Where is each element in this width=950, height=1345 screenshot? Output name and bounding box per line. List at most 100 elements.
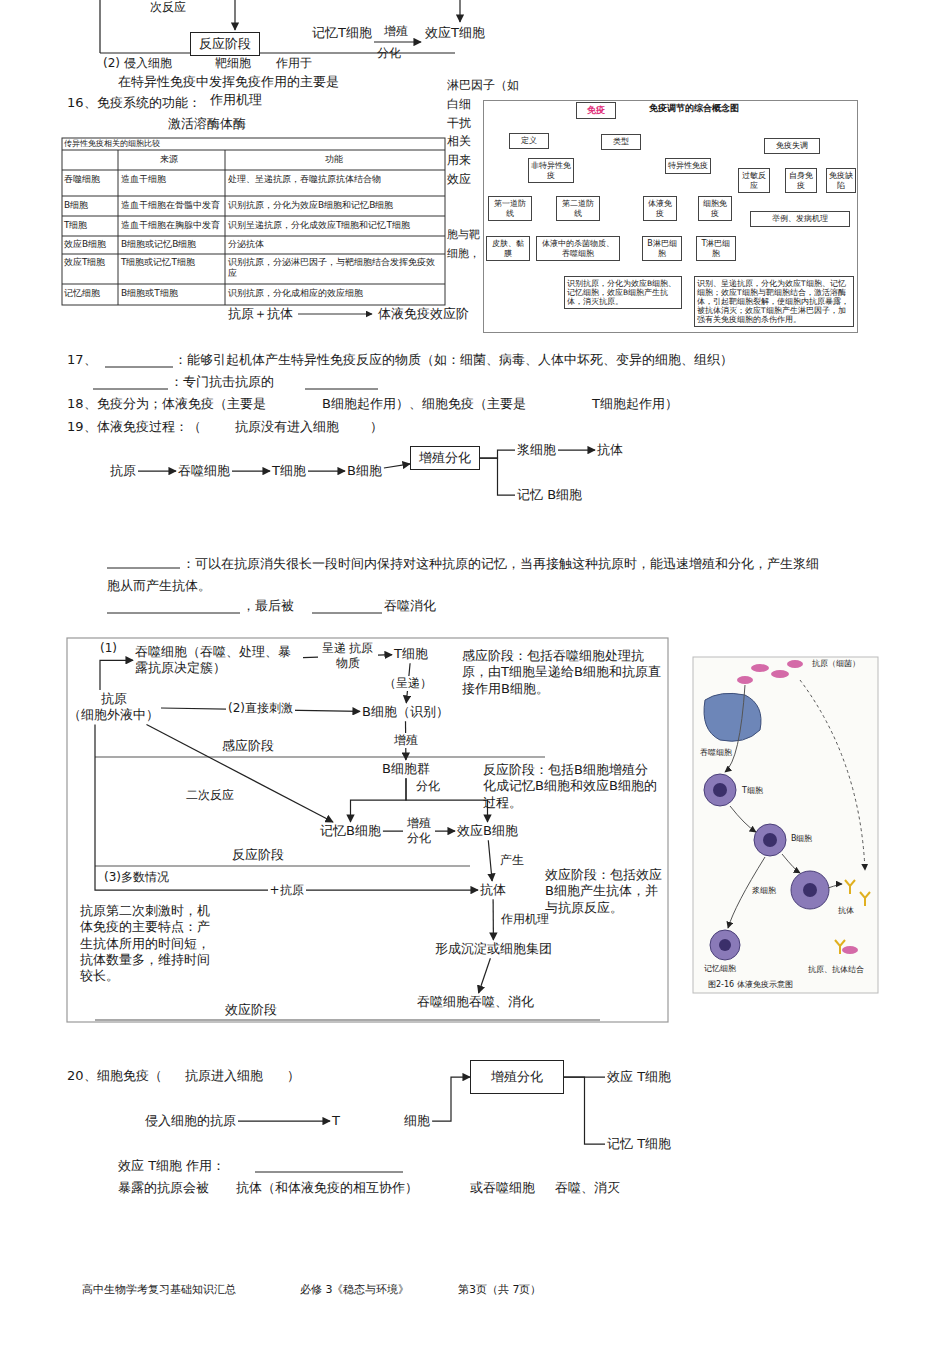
- node-text: 免疫: [579, 105, 613, 116]
- text-label: 次反应: [150, 0, 186, 15]
- node-text: T细胞: [272, 463, 306, 479]
- text-label: 反应阶段: [232, 847, 284, 863]
- text-label: 作用于: [276, 56, 312, 71]
- node-box: 体液免疫: [643, 196, 677, 221]
- text-label: 18、免疫分为；体液免疫（主要是: [67, 396, 266, 412]
- text-label: B细胞起作用）、细胞免疫（主要是: [322, 396, 526, 412]
- node-text: 免疫失调: [767, 141, 817, 151]
- edge-label: （呈递）: [382, 676, 434, 691]
- text-label: 反应阶段：包括B细胞增殖分化成记忆B细胞和效应B细胞的过程。: [483, 762, 658, 811]
- node-box: 皮肤、黏膜: [486, 236, 530, 261]
- text-label: 相关: [447, 134, 471, 149]
- text-label: 暴露的抗原会被: [118, 1180, 209, 1196]
- node-box: B淋巴细胞: [642, 236, 682, 261]
- text-label: 感应阶段：包括吞噬细胞处理抗原，由T细胞呈递给B细胞和抗原直接作用B细胞。: [462, 648, 662, 697]
- text-label: 抗原、抗体结合: [808, 965, 864, 975]
- node-text: 体液中的杀菌物质、吞噬细胞: [539, 239, 617, 258]
- node-text: 记忆 T细胞: [607, 1136, 671, 1152]
- node-text: 记忆B细胞: [320, 823, 381, 839]
- node-text: 抗原: [68, 691, 159, 707]
- connector: [384, 464, 410, 468]
- node-text: 吞噬细胞吞噬、消化: [417, 994, 534, 1010]
- connector: [351, 778, 407, 822]
- node-text: 定义: [512, 136, 546, 146]
- text-label: 作用机理: [210, 92, 262, 108]
- text-label: 造血干细胞: [121, 174, 223, 185]
- text-label: ）: [370, 419, 383, 435]
- text-label: 吞噬细胞: [64, 174, 116, 185]
- node-text: 细胞免疫: [701, 199, 729, 218]
- node-box: 形成沉淀或细胞集团: [433, 940, 554, 958]
- node-box: 类型: [601, 134, 641, 150]
- connector: [95, 725, 478, 891]
- text-label: 感应阶段: [222, 738, 274, 754]
- connector: [480, 458, 515, 495]
- node-text: 效应B细胞: [457, 823, 518, 839]
- node-text: 吞噬细胞: [178, 463, 230, 479]
- node-text: 吞噬细胞（吞噬、处理、暴露抗原决定簇）: [135, 644, 301, 677]
- text-label: 17、: [67, 352, 97, 368]
- node-text: 识别、呈递抗原，分化为效应T细胞、记忆细胞；效应T细胞与靶细胞结合，激活溶酶体，…: [697, 279, 851, 324]
- node-box: 第一道防线: [488, 196, 532, 221]
- text-label: 胞与靶: [447, 228, 480, 242]
- text-label: B细胞或记忆B细胞: [121, 239, 223, 250]
- node-box: 免疫失调: [764, 138, 820, 154]
- node-box: 记忆 B细胞: [515, 486, 584, 504]
- connector: [147, 725, 334, 823]
- node-box: 第二道防线: [556, 196, 600, 221]
- table-grid: [62, 138, 445, 314]
- text-label: 记忆细胞: [64, 288, 116, 299]
- node-box: 记忆B细胞: [318, 822, 383, 840]
- node-box: 抗原: [108, 462, 138, 480]
- text-label: 必修 3《稳态与环境》: [300, 1283, 410, 1297]
- text-label: 记忆细胞: [704, 964, 736, 974]
- text-label: 图2-16 体液免疫示意图: [708, 980, 793, 990]
- node-text: 抗体: [480, 882, 506, 898]
- text-label: 20、细胞免疫（: [67, 1068, 162, 1084]
- text-label: 靶细胞: [215, 56, 251, 71]
- text-label: 效应阶段：包括效应B细胞产生抗体，并与抗原反应。: [545, 867, 665, 916]
- connector: [479, 958, 491, 993]
- text-label: 处理、呈递抗原，吞噬抗原抗体结合物: [228, 174, 442, 185]
- edge-label: (2)直接刺激: [226, 701, 295, 716]
- edge-label: 呈递 抗原物质: [318, 641, 378, 671]
- connector: [138, 471, 176, 472]
- text-label: 激活溶酶体酶: [168, 116, 246, 132]
- connector: [432, 1077, 470, 1121]
- text-label: 来源: [160, 154, 178, 165]
- node-text: 过敏反应: [741, 171, 767, 190]
- text-label: 功能: [325, 154, 343, 165]
- node-box: 细胞免疫: [698, 196, 732, 221]
- stage-frame: [67, 638, 668, 1022]
- text-label: ：能够引起机体产生特异性免疫反应的物质（如：细菌、病毒、人体中坏死、变异的细胞、…: [174, 352, 733, 368]
- node-text: B淋巴细胞: [645, 239, 679, 258]
- text-label: 增殖: [384, 24, 408, 39]
- node-box: T淋巴细胞: [696, 236, 736, 261]
- node-box: T细胞: [270, 462, 308, 480]
- node-text: 体液免疫: [646, 199, 674, 218]
- text-label: ，最后被: [242, 598, 294, 614]
- text-label: 效应: [447, 172, 471, 187]
- text-label: B细胞: [791, 834, 813, 844]
- text-label: 分化: [416, 779, 440, 794]
- text-label: 识别抗原，分泌淋巴因子，与靶细胞结合发挥免疫效应: [228, 257, 442, 280]
- node-box: T细胞: [392, 645, 430, 663]
- connector: [564, 1077, 605, 1144]
- node-text: 识别抗原，分化为效应B细胞、记忆细胞，效应B细胞产生抗体，消灭抗原。: [567, 279, 679, 306]
- node-box: 浆细胞: [515, 441, 558, 459]
- text-label: 吞噬、消灭: [555, 1180, 620, 1196]
- node-box: 吞噬细胞吞噬、消化: [415, 993, 536, 1011]
- text-label: 效应T细胞: [64, 257, 116, 268]
- node-text: 抗体: [597, 442, 623, 458]
- text-label: ：可以在抗原消失很长一段时间内保持对这种抗原的记忆，当再接触这种抗原时，能迅速增…: [107, 553, 822, 597]
- node-box: 抗体: [478, 881, 508, 899]
- text-label: 效应阶段: [225, 1002, 277, 1018]
- node-box: 效应B细胞: [455, 822, 520, 840]
- node-text: 增殖分化: [491, 1069, 543, 1085]
- connector: [238, 1120, 330, 1121]
- node-box: 识别、呈递抗原，分化为效应T细胞、记忆细胞；效应T细胞与靶细胞结合，激活溶酶体，…: [694, 276, 854, 327]
- connector: [488, 840, 492, 881]
- node-box: 免疫调节的综合概念图免疫定义类型免疫失调非特异性免疫特异性免疫过敏反应自身免疫免…: [483, 100, 858, 333]
- node-box: 定义: [509, 133, 549, 149]
